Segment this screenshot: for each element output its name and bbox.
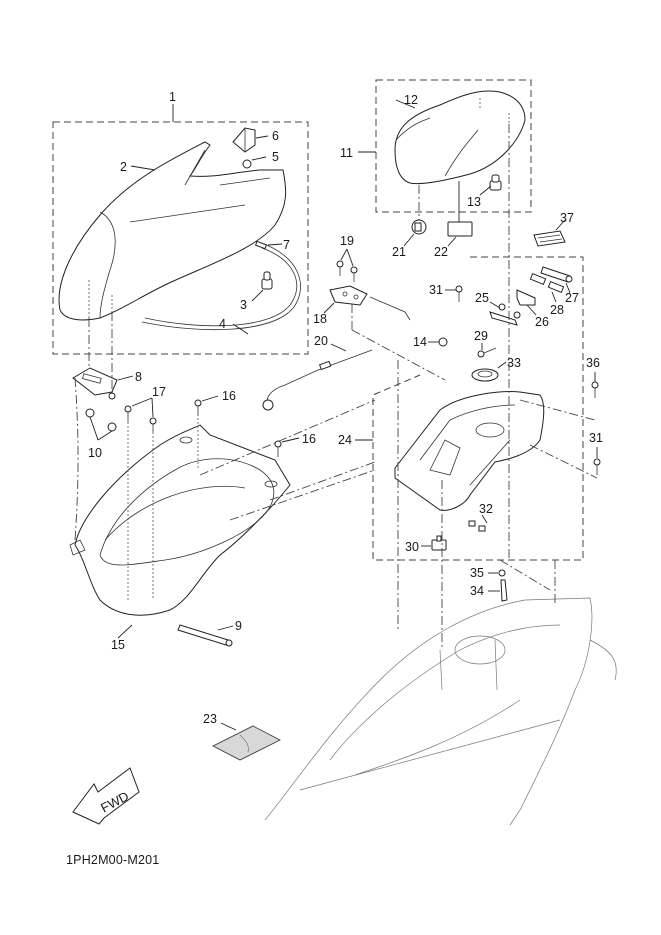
callout-4: 4 [219,317,226,331]
callout-5: 5 [272,150,279,164]
manual-part-23 [212,725,281,761]
pin-part-9 [177,624,233,647]
callout-12: 12 [404,93,418,107]
callout-9: 9 [235,619,242,633]
bolt-part-31-upper [455,285,463,302]
callout-26: 26 [535,315,549,329]
callout-14: 14 [413,335,427,349]
callout-23: 23 [203,712,217,726]
clip-part-35 [498,569,506,577]
callout-11: 11 [340,146,353,160]
nut-part-32 [468,520,486,532]
callout-37: 37 [560,211,574,225]
callout-22: 22 [434,245,448,259]
callout-20: 20 [314,334,328,348]
bolt-part-27 [540,266,573,283]
bracket-part-6 [232,127,256,153]
storage-box-part-15 [69,424,291,616]
bolt-part-16-left [194,399,202,416]
cable-part-20 [262,349,373,411]
emblem-part-37 [533,230,566,247]
cable-part-4 [141,240,301,331]
callout-3: 3 [240,298,247,312]
nut-part-10 [85,408,117,432]
clip-part-30 [431,535,447,551]
callout-21: 21 [392,245,406,259]
damper-part-3 [261,271,273,290]
callout-7: 7 [283,238,290,252]
diagram-reference-code: 1PH2M00-M201 [66,853,160,867]
assembly-box-11 [375,79,532,213]
callout-31-upper: 31 [429,283,443,297]
callout-19: 19 [340,234,354,248]
callout-16-left: 16 [222,389,236,403]
callout-27: 27 [565,291,579,305]
screw-part-17 [124,405,157,432]
bolt-part-31-right [593,447,601,475]
callout-2: 2 [120,160,127,174]
hinge-bracket-part-8 [72,367,118,400]
callout-24: 24 [338,433,352,447]
callout-32: 32 [479,502,493,516]
callout-15: 15 [111,638,125,652]
callout-25: 25 [475,291,489,305]
callout-36: 36 [586,356,600,370]
scooter-frame-body [264,597,617,826]
callout-34: 34 [470,584,484,598]
callout-33: 33 [507,356,521,370]
grommet-part-33 [471,368,499,382]
callout-17: 17 [152,385,166,399]
nut-part-5 [242,159,252,169]
hose-part-34 [500,579,508,602]
hook-part-25 [489,303,521,326]
screw-part-29 [477,347,497,358]
forward-direction-arrow: FWD [72,767,140,825]
label-part-22 [447,221,473,237]
callout-28: 28 [550,303,564,317]
screw-part-19 [336,260,358,282]
assembly-box-1 [52,121,309,355]
callout-6: 6 [272,129,279,143]
assembly-box-24 [372,256,584,561]
seat-lock-part-18 [329,285,411,321]
seat-part-2 [58,141,287,321]
callout-29: 29 [474,329,488,343]
callout-13: 13 [467,195,481,209]
bolt-part-36 [591,372,599,398]
bolt-part-16-right [274,440,282,457]
callout-16-right: 16 [302,432,316,446]
bracket-part-26 [516,289,536,306]
damper-part-13 [489,174,502,191]
callout-30: 30 [405,540,419,554]
callout-18: 18 [313,312,327,326]
callout-10: 10 [88,446,102,460]
nut-part-14 [438,337,448,347]
spring-part-28 [529,272,565,294]
callout-31-right: 31 [589,431,603,445]
carrier-part-24 [394,391,545,511]
callout-8: 8 [135,370,142,384]
callout-1: 1 [169,90,176,104]
callout-35: 35 [470,566,484,580]
seat-part-12 [394,90,526,185]
